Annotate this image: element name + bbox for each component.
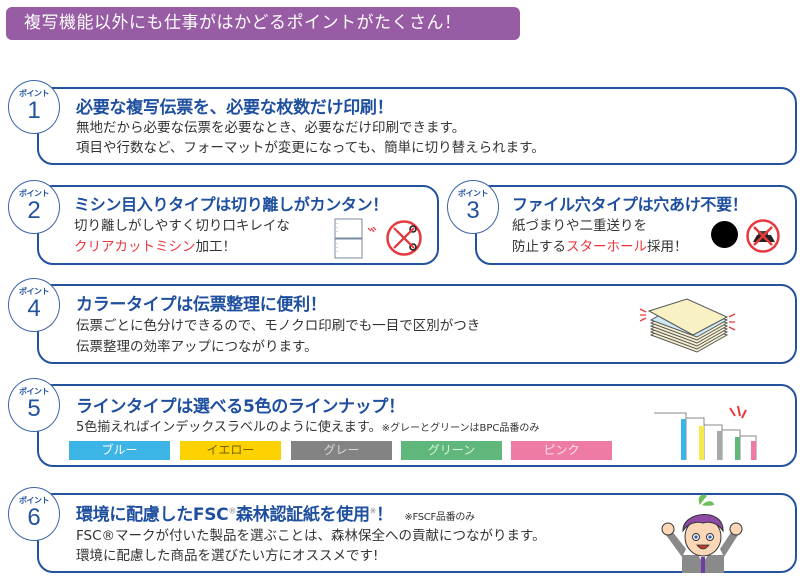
no-scissors-icon xyxy=(386,220,422,256)
clear-cut-highlight: クリアカットミシン xyxy=(74,239,196,255)
badge-label: ポイント xyxy=(458,189,489,198)
point-3-card xyxy=(475,185,797,265)
badge-label: ポイント xyxy=(19,89,50,98)
point-5-line: 5色揃えればインデックスラベルのように使えます。※グレーとグリーンはBPC品番の… xyxy=(76,420,540,435)
header-banner: 複写機能以外にも仕事がはかどるポイントがたくさん！ xyxy=(6,7,520,40)
point-3-line-1: 紙づまりや二重送りを xyxy=(512,218,647,234)
color-swatch-yellow: イエロー xyxy=(180,441,281,460)
badge-number: 1 xyxy=(27,97,41,124)
color-swatch-pink: ピンク xyxy=(511,441,612,460)
badge-number: 5 xyxy=(27,395,41,422)
point-1-line-1: 無地だから必要な伝票を必要なとき、必要なだけ印刷できます。 xyxy=(76,120,466,136)
point-1-title: 必要な複写伝票を、必要な枚数だけ印刷！ xyxy=(76,98,394,118)
point-1-badge: ポイント 1 xyxy=(8,80,60,134)
badge-label: ポイント xyxy=(19,287,50,296)
point-6-line-2: 環境に配慮した商品を選びたい方にオススメです! xyxy=(76,548,379,564)
perforated-sheets-icon xyxy=(334,218,363,259)
point-5-badge: ポイント 5 xyxy=(8,378,60,432)
point-6-line-1: FSC®マークが付いた製品を選ぶことは、森林保全への貢献につながります。 xyxy=(76,528,546,544)
point-1-line-2: 項目や行数など、フォーマットが変更になっても、簡単に切り替えられます。 xyxy=(76,140,545,156)
badge-number: 6 xyxy=(27,504,41,531)
point-2-line-1: 切り離しがしやすく切り口キレイな xyxy=(74,218,290,234)
point-6-badge: ポイント 6 xyxy=(8,487,60,541)
badge-number: 2 xyxy=(27,197,41,224)
point-4-line-1: 伝票ごとに色分けできるので、モノクロ印刷でも一目で区別がつき xyxy=(76,318,481,334)
star-hole-highlight: スターホール xyxy=(566,239,647,255)
color-swatch-blue: ブルー xyxy=(69,441,170,460)
point-2-line-2: クリアカットミシン加工！ xyxy=(74,239,236,255)
point-5-note: ※グレーとグリーンはBPC品番のみ xyxy=(381,423,540,434)
badge-label: ポイント xyxy=(19,496,50,505)
point-6-title: 環境に配慮したFSC®森林認証紙を使用※！ ※FSCF品番のみ xyxy=(76,505,475,525)
point-3-title: ファイル穴タイプは穴あけ不要！ xyxy=(512,195,748,214)
color-swatch-green: グリーン xyxy=(401,441,502,460)
color-paper-stack-icon xyxy=(639,298,736,353)
point-3-line-2: 防止するスターホール採用！ xyxy=(512,239,688,255)
badge-number: 3 xyxy=(466,197,480,224)
point-3-badge: ポイント 3 xyxy=(447,180,499,234)
point-4-line-2: 伝票整理の効率アップにつながります。 xyxy=(76,339,318,355)
point-1-card xyxy=(37,87,797,165)
point-6-note: ※FSCF品番のみ xyxy=(404,512,475,523)
no-punch-icon xyxy=(746,219,780,253)
color-swatch-gray: グレー xyxy=(291,441,392,460)
tear-spark-icon xyxy=(367,227,377,233)
mascot-character-icon xyxy=(661,494,743,573)
badge-number: 4 xyxy=(27,295,41,322)
point-2-badge: ポイント 2 xyxy=(8,180,60,234)
point-5-title: ラインタイプは選べる5色のラインナップ！ xyxy=(76,397,405,417)
point-4-badge: ポイント 4 xyxy=(8,278,60,332)
index-line-sheets-icon xyxy=(654,405,757,460)
badge-label: ポイント xyxy=(19,189,50,198)
point-2-title: ミシン目入りタイプは切り離しがカンタン！ xyxy=(74,195,389,214)
punch-hole-icon xyxy=(711,221,738,248)
point-4-title: カラータイプは伝票整理に便利！ xyxy=(76,295,327,315)
badge-label: ポイント xyxy=(19,387,50,396)
point-2-card xyxy=(37,185,439,265)
